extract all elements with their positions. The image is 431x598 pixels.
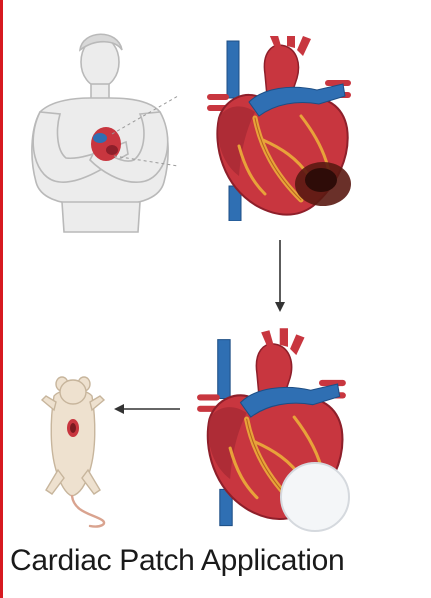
- arrow-down-icon: [275, 240, 285, 312]
- rat-icon: [42, 377, 104, 527]
- heart-with-patch-icon: [197, 328, 349, 531]
- human-with-heart-icon: [32, 34, 178, 232]
- heart-with-infarct-icon: [207, 30, 351, 221]
- cardiac-patch: [281, 463, 349, 531]
- arrow-left-icon: [114, 404, 180, 414]
- figure-caption: Cardiac Patch Application: [10, 544, 425, 578]
